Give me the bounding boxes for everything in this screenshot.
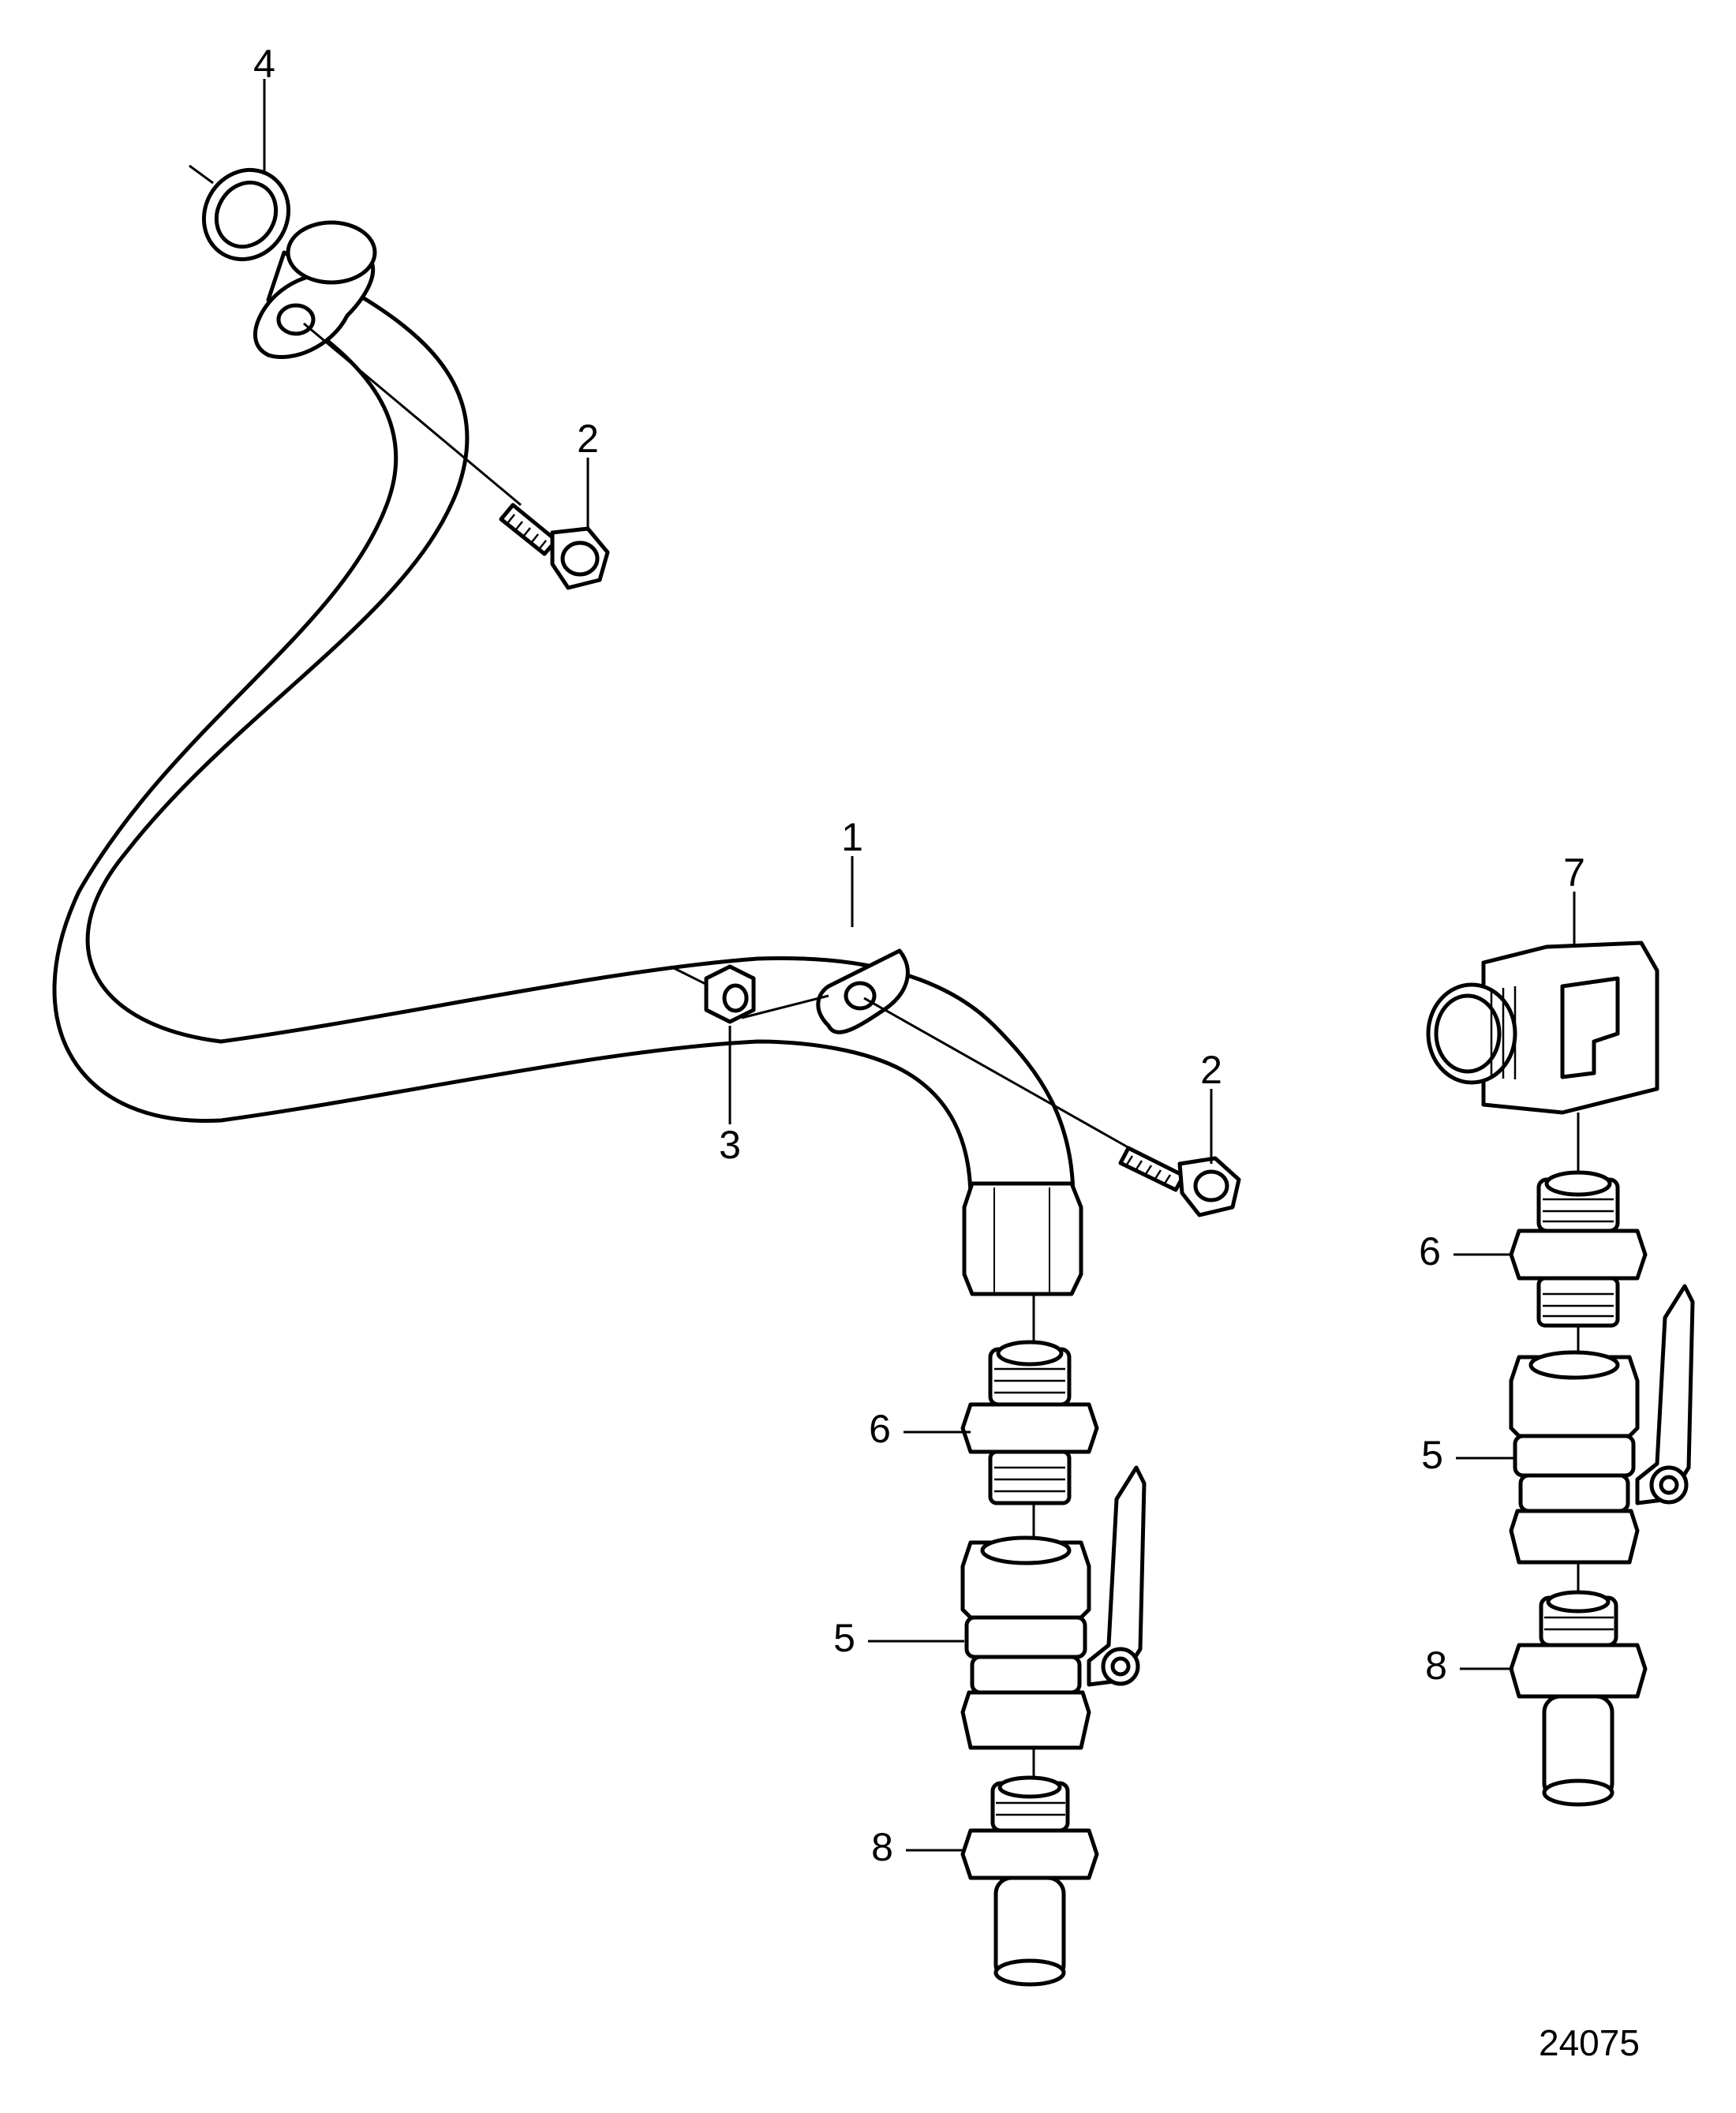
callout-2-lower: 2 bbox=[1200, 1048, 1222, 1092]
callout-6-left: 6 bbox=[869, 1407, 891, 1451]
ball-valve-right bbox=[1509, 1284, 1695, 1565]
callout-8-right: 8 bbox=[1425, 1644, 1447, 1688]
right-assembly bbox=[1426, 941, 1695, 1807]
callout-7: 7 bbox=[1563, 851, 1585, 895]
pipe bbox=[52, 220, 1083, 1296]
bolt-lower bbox=[863, 997, 1241, 1217]
figure-number: 24075 bbox=[1539, 2022, 1640, 2063]
leader-lines bbox=[263, 79, 1576, 1852]
callout-5-left: 5 bbox=[833, 1616, 855, 1660]
callout-6-right: 6 bbox=[1419, 1229, 1441, 1273]
nut bbox=[670, 964, 829, 1024]
hose-nipple-left bbox=[960, 1775, 1099, 1987]
left-assembly bbox=[960, 1294, 1147, 1987]
callout-3: 3 bbox=[719, 1123, 741, 1167]
callout-5-right: 5 bbox=[1421, 1433, 1443, 1477]
callout-8-left: 8 bbox=[871, 1825, 893, 1869]
hose-nipple-right bbox=[1509, 1590, 1648, 1807]
nipple-right bbox=[1509, 1170, 1648, 1328]
callout-4: 4 bbox=[253, 42, 275, 86]
bolt-upper bbox=[303, 322, 610, 590]
callout-1: 1 bbox=[841, 815, 863, 859]
ball-valve-left bbox=[960, 1465, 1147, 1750]
nipple-left bbox=[960, 1340, 1099, 1505]
o-ring bbox=[189, 164, 291, 262]
callout-2-upper: 2 bbox=[577, 417, 599, 461]
elbow bbox=[1426, 941, 1659, 1115]
